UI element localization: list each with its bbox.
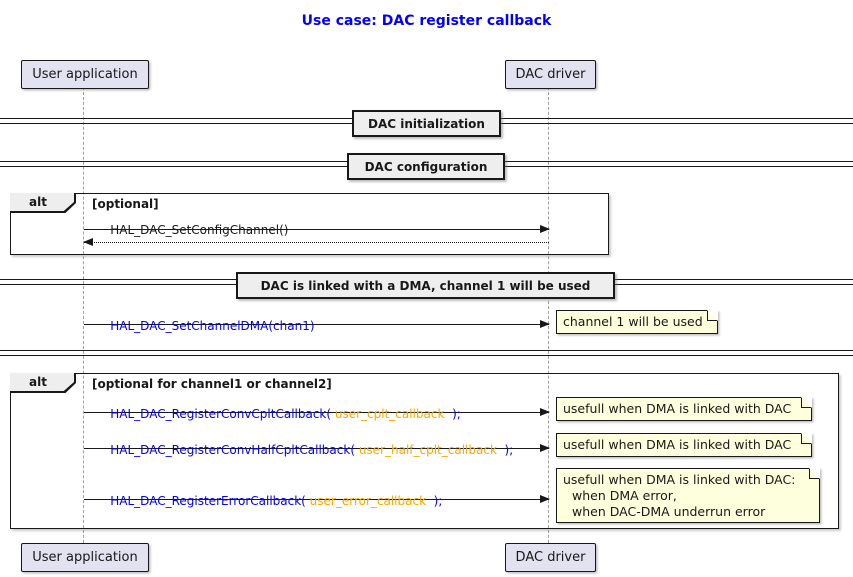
note-line: channel 1 will be used [563, 314, 703, 329]
participant-dac-driver-top: DAC driver [505, 60, 596, 89]
note-usefull-dma-1: usefull when DMA is linked with DAC [556, 397, 812, 421]
message-param: user_cplt_callback [331, 407, 449, 421]
alt-operator-tab: alt [10, 373, 76, 393]
diagram-title: Use case: DAC register callback [301, 13, 552, 29]
message-text: HAL_DAC_SetChannelDMA(chan1) [110, 319, 315, 333]
alt-operator-label: alt [10, 193, 74, 211]
note-line: usefull when DMA is linked with DAC [563, 401, 792, 416]
divider-label: DAC is linked with a DMA, channel 1 will… [260, 278, 591, 293]
alt-frame-optional-channels [10, 373, 839, 529]
arrowhead-right-icon [540, 408, 550, 416]
participant-label: DAC driver [515, 550, 586, 565]
arrow-set-channel-dma [84, 320, 550, 328]
message-suffix: ); [500, 443, 514, 457]
note-line: usefull when DMA is linked with DAC [563, 437, 792, 452]
note-usefull-dma-2: usefull when DMA is linked with DAC [556, 433, 812, 457]
message-register-conv-cplt-callback: HAL_DAC_RegisterConvCpltCallback( user_c… [95, 393, 461, 435]
participant-label: User application [32, 67, 138, 82]
participant-label: DAC driver [515, 67, 586, 82]
divider-line-unlabeled [0, 350, 853, 356]
arrow-register-conv-half-cplt [84, 444, 550, 452]
arrowhead-right-icon [540, 225, 550, 233]
note-line: when DAC-DMA underrun error [572, 503, 766, 519]
arrowhead-left-icon [83, 238, 93, 246]
arrowhead-right-icon [540, 495, 550, 503]
arrowhead-right-icon [540, 320, 550, 328]
message-function: HAL_DAC_RegisterConvHalfCpltCallback( [110, 443, 355, 457]
participant-user-application-top: User application [21, 60, 149, 89]
note-line: usefull when DMA is linked with DAC: [563, 471, 796, 487]
arrowhead-right-icon [540, 444, 550, 452]
alt-condition-optional-channels: [optional for channel1 or channel2] [92, 377, 332, 391]
participant-label: User application [32, 550, 138, 565]
message-set-channel-dma: HAL_DAC_SetChannelDMA(chan1) [95, 305, 315, 347]
alt-operator-label: alt [10, 373, 74, 391]
message-function: HAL_DAC_RegisterErrorCallback( [110, 494, 306, 508]
message-function: HAL_DAC_RegisterConvCpltCallback( [110, 407, 332, 421]
alt-frame-optional [10, 193, 609, 255]
divider-label: DAC initialization [368, 116, 485, 131]
arrow-register-error [84, 495, 550, 503]
participant-user-application-bottom: User application [21, 543, 149, 572]
message-text: HAL_DAC_SetConfigChannel() [110, 223, 289, 237]
message-set-config-channel: HAL_DAC_SetConfigChannel() [95, 209, 288, 251]
message-suffix: ); [448, 407, 461, 421]
divider-label: DAC configuration [364, 159, 488, 174]
arrow-register-conv-cplt [84, 408, 550, 416]
alt-condition-optional: [optional] [92, 197, 159, 211]
alt-operator-tab: alt [10, 193, 76, 213]
note-line: when DMA error, [572, 487, 677, 503]
message-param: user_error_callback [305, 494, 430, 508]
message-register-error-callback: HAL_DAC_RegisterErrorCallback( user_erro… [95, 480, 442, 522]
note-usefull-dma-error: usefull when DMA is linked with DAC: whe… [556, 468, 820, 523]
message-register-conv-half-cplt-callback: HAL_DAC_RegisterConvHalfCpltCallback( us… [95, 429, 513, 471]
message-suffix: ); [429, 494, 443, 508]
lifeline-user-application [83, 87, 84, 543]
divider-dac-dma-linked: DAC is linked with a DMA, channel 1 will… [236, 272, 615, 299]
arrow-set-config-channel [84, 225, 550, 233]
arrow-return [83, 238, 549, 246]
lifeline-dac-driver [548, 87, 549, 543]
note-channel1-used: channel 1 will be used [556, 310, 718, 334]
divider-dac-initialization: DAC initialization [352, 110, 501, 137]
participant-dac-driver-bottom: DAC driver [505, 543, 596, 572]
divider-dac-configuration: DAC configuration [347, 153, 505, 180]
message-param: user_half_cplt_callback [355, 443, 501, 457]
